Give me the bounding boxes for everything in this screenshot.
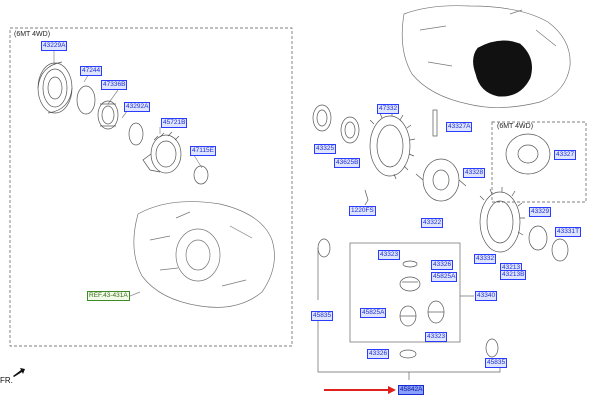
small-oil-seal	[193, 165, 209, 185]
pinion-gear-b	[427, 300, 445, 324]
part-label-45825A-mid[interactable]: 45825A	[360, 308, 387, 318]
direction-arrow-icon	[13, 368, 25, 377]
part-label-47336B[interactable]: 47336B	[101, 80, 128, 90]
left-group-frame	[9, 27, 293, 347]
part-label-43328[interactable]: 43328	[463, 168, 486, 178]
direction-label: FR.	[0, 376, 13, 385]
part-label-43325[interactable]: 43325	[314, 144, 337, 154]
differential-case	[415, 158, 467, 202]
part-label-43327[interactable]: 43327	[554, 150, 577, 160]
oil-seal-ring	[76, 85, 96, 115]
part-label-47244[interactable]: 47244	[80, 66, 103, 76]
pinion-bearing	[312, 104, 332, 132]
transmission-case-left	[133, 201, 275, 308]
side-gear-a	[399, 276, 421, 292]
part-label-43340[interactable]: 43340	[475, 291, 498, 301]
right-group-title: (6MT 4WD)	[497, 123, 534, 130]
part-label-43213B[interactable]: 43213B	[500, 270, 527, 280]
part-label-43625B[interactable]: 43625B	[334, 158, 361, 168]
part-label-43332[interactable]: 43332	[474, 254, 497, 264]
part-label-45825A-top[interactable]: 45825A	[431, 272, 458, 282]
right-group-frame	[491, 121, 587, 203]
highlight-arrow	[324, 386, 396, 394]
part-label-45721B[interactable]: 45721B	[161, 118, 188, 128]
reference-label[interactable]: REF.43-431A	[87, 291, 130, 301]
part-label-43292A[interactable]: 43292A	[124, 102, 151, 112]
thrust-washer-b	[399, 349, 417, 359]
washer-left	[317, 238, 331, 258]
part-label-43331T[interactable]: 43331T	[555, 227, 582, 237]
case-dark-cavity	[473, 40, 532, 97]
bearing-part	[97, 100, 119, 130]
thrust-washer-a	[402, 260, 418, 268]
part-label-43327A[interactable]: 43327A	[446, 122, 473, 132]
bearing-race	[340, 116, 360, 144]
ring-gear-bottom	[479, 187, 525, 253]
part-label-43229A[interactable]: 43229A	[41, 41, 68, 51]
side-bearing	[528, 225, 548, 251]
part-label-1220FS[interactable]: 1220FS	[349, 206, 376, 216]
part-label-47115E[interactable]: 47115E	[190, 146, 216, 156]
inset-diff-case	[505, 133, 551, 175]
part-label-47332[interactable]: 47332	[377, 104, 400, 114]
part-label-45835-left[interactable]: 45835	[311, 311, 334, 321]
part-label-43323-bottom[interactable]: 43323	[425, 332, 448, 342]
ring-gear-top	[369, 111, 416, 180]
part-label-43323-top[interactable]: 43323	[378, 250, 401, 260]
differential-frame	[349, 242, 461, 343]
shim-ring	[551, 238, 569, 262]
pinion-gear-a	[399, 305, 417, 327]
part-label-45842A-selected[interactable]: 45842A	[398, 385, 425, 395]
bearing-housing-part	[37, 61, 73, 114]
snap-ring	[128, 122, 144, 146]
left-group-title: (6MT 4WD)	[14, 31, 51, 38]
part-label-43329[interactable]: 43329	[529, 207, 552, 217]
part-label-43322[interactable]: 43322	[421, 218, 444, 228]
driven-gear-shaft	[142, 131, 182, 174]
part-label-45835-right[interactable]: 45835	[485, 358, 508, 368]
bolt-small	[364, 189, 369, 206]
transmission-case-right	[401, 5, 571, 108]
pin-shaft	[432, 109, 438, 137]
washer-right	[485, 338, 499, 358]
part-label-43326-top[interactable]: 43326	[431, 260, 454, 270]
part-label-43326-bottom[interactable]: 43326	[367, 349, 390, 359]
